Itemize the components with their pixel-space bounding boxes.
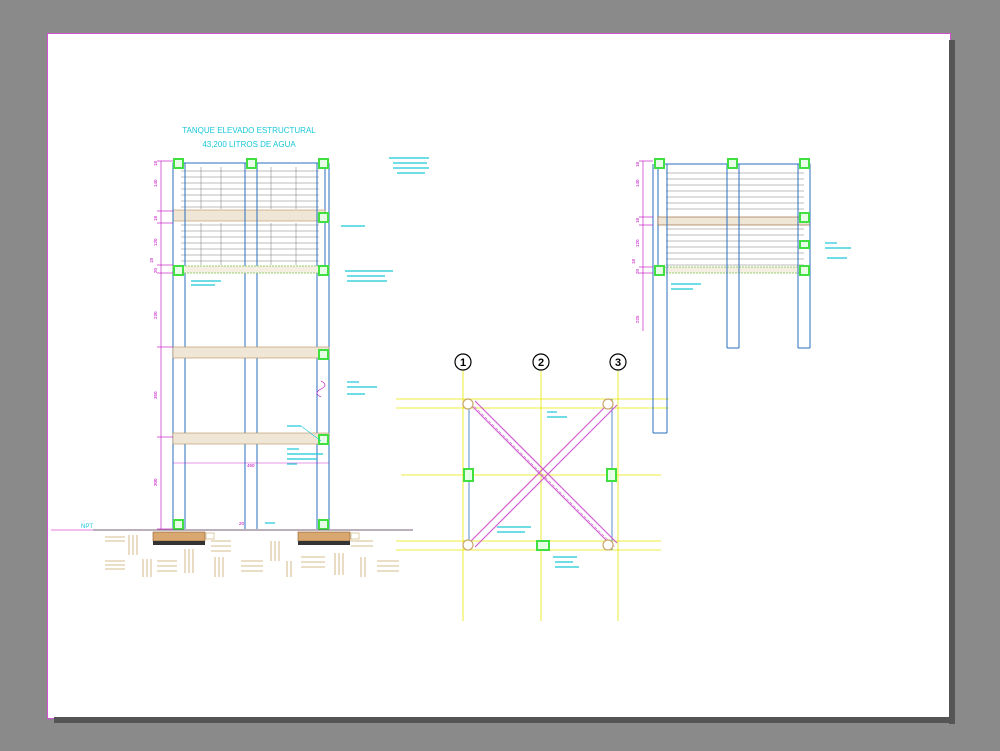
beams (172, 265, 330, 464)
title-line1: TANQUE ELEVADO ESTRUCTURAL (182, 126, 316, 135)
nodes (173, 158, 329, 530)
grid-bubble-3 (609, 353, 627, 371)
dim-span: 460 (247, 463, 255, 468)
dim-left-4: 120 (153, 238, 158, 246)
dim-left-9: 300 (153, 478, 158, 486)
dim-right-3: 18 (635, 217, 640, 223)
dim-right-5: 18 (631, 258, 636, 264)
left-elevation: TANQUE ELEVADO ESTRUCTURAL 43,200 LITROS… (51, 126, 429, 577)
annotations-left (191, 157, 429, 540)
plan-annotations (497, 411, 579, 568)
dim-left-3: 18 (153, 215, 158, 221)
right-elevation: 18 140 18 120 18 20 225 (631, 158, 851, 434)
dimension-chain-right (639, 160, 653, 331)
dim-left-7: 230 (153, 311, 158, 319)
dim-right-6: 20 (635, 268, 640, 274)
grid-bubble-1 (454, 353, 472, 371)
sheet-shadow-bottom (54, 717, 955, 723)
cross-bracing (466, 400, 618, 548)
tank-body (172, 162, 326, 272)
soil-hatch (101, 532, 401, 577)
dim-left-8: 350 (153, 391, 158, 399)
dim-left-2: 140 (153, 179, 158, 187)
npt-label: NPT (81, 524, 93, 530)
footings (152, 531, 360, 545)
columns (172, 163, 330, 529)
dim-right-1: 18 (635, 161, 640, 167)
title-line2: 43,200 LITROS DE AGUA (202, 140, 296, 149)
grid-label-3: 3 (615, 357, 621, 369)
grid-bubble-2 (532, 353, 550, 371)
annotations-right (671, 242, 851, 290)
grid-lines (396, 371, 669, 621)
plan-nodes (462, 398, 617, 551)
cad-drawing: TANQUE ELEVADO ESTRUCTURAL 43,200 LITROS… (51, 126, 851, 621)
dim-base: 20 (239, 521, 245, 526)
grid-label-2: 2 (538, 357, 544, 369)
dim-right-7: 225 (635, 315, 640, 323)
dim-left-5: 18 (149, 257, 154, 263)
dim-right-2: 140 (635, 179, 640, 187)
right-tank-body (657, 163, 811, 274)
dim-left-1: 18 (153, 160, 158, 166)
dimension-chain-left (157, 160, 173, 530)
dim-right-4: 120 (635, 239, 640, 247)
plan-view: 1 2 3 (396, 353, 669, 621)
drawing-sheet: TANQUE ELEVADO ESTRUCTURAL 43,200 LITROS… (47, 33, 951, 719)
grid-label-1: 1 (460, 357, 466, 369)
dim-left-6: 20 (153, 267, 158, 273)
sheet-shadow (949, 40, 955, 724)
grid-bubbles: 1 2 3 (454, 353, 627, 371)
right-columns (652, 164, 811, 434)
